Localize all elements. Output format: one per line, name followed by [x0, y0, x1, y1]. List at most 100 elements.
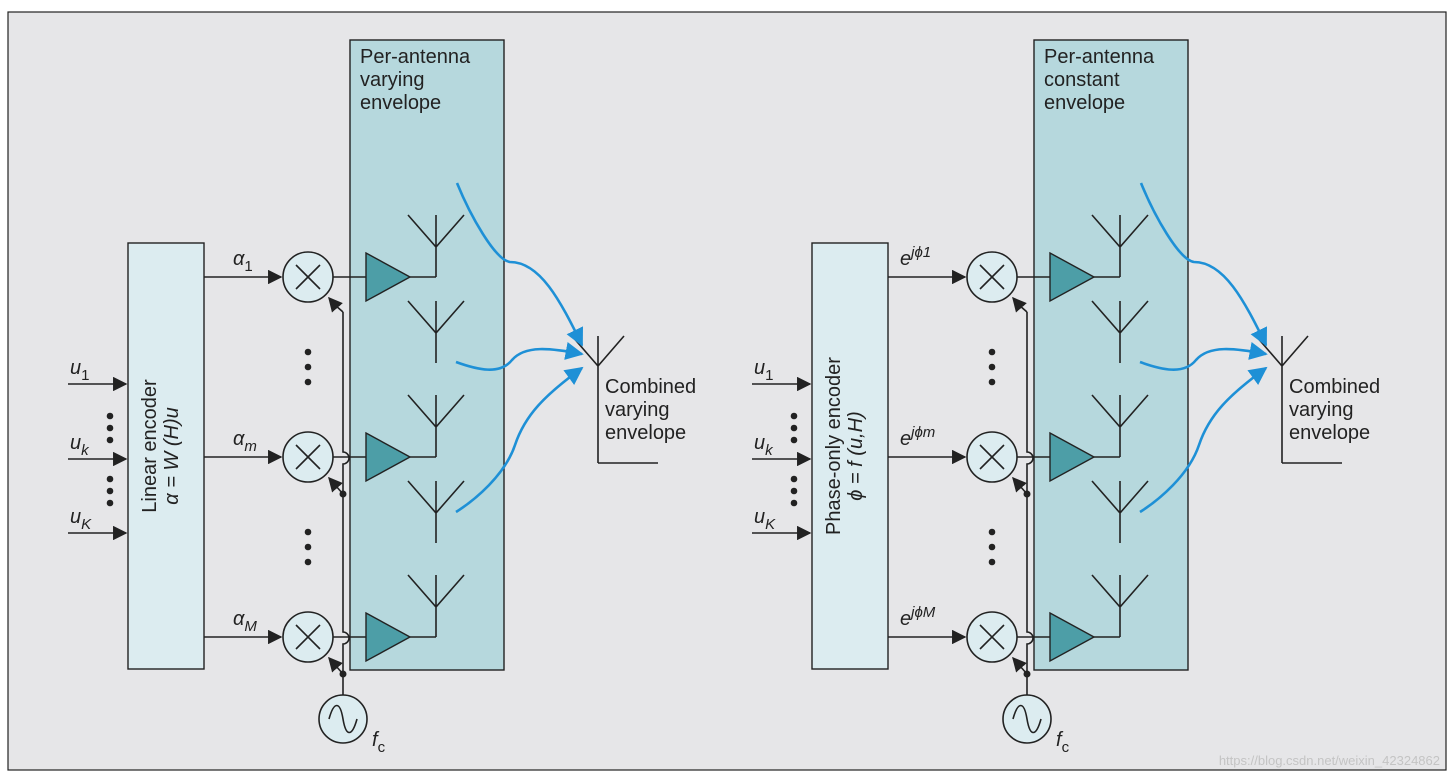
amplifier-triangle — [1049, 611, 1096, 663]
lo-branch — [1012, 296, 1028, 313]
signal-label: ejϕM — [900, 604, 936, 630]
wave-arrow — [1139, 366, 1268, 514]
signal-label-subscript: 1 — [244, 258, 252, 275]
per-antenna-panel — [1033, 39, 1189, 671]
signal-label-superscript: jϕM — [909, 604, 936, 621]
lo-branch — [1012, 476, 1028, 495]
encoder-formula: ϕ = f (u,H) — [845, 411, 867, 500]
per-antenna-panel — [349, 39, 505, 671]
input-ellipsis-dot — [790, 424, 798, 432]
input-label-symbol: u — [70, 357, 81, 379]
receive-antenna-icon — [1255, 335, 1342, 464]
wave-arrow — [1139, 182, 1268, 347]
signal-label: αm — [233, 428, 257, 455]
input-ellipsis-dot — [790, 412, 798, 420]
row-ellipsis-dot — [304, 558, 312, 566]
input-label: uk — [754, 432, 774, 459]
transmit-antenna-icon — [1091, 574, 1149, 637]
input-ellipsis-dot — [106, 436, 114, 444]
combined-label-line: Combined — [605, 376, 696, 398]
input-label: u1 — [754, 357, 773, 384]
input-label-symbol: u — [70, 506, 81, 528]
wave-arrow — [455, 366, 584, 514]
oscillator-label: fc — [372, 729, 386, 756]
combined-label-line: envelope — [1289, 422, 1370, 444]
wave-arrow — [455, 342, 584, 371]
transmit-antenna-icon — [407, 214, 465, 277]
signal-label-symbol: e — [900, 248, 911, 270]
oscillator-label: fc — [1056, 729, 1070, 756]
mixer-cross-icon — [979, 624, 1005, 650]
transmit-antenna-icon — [1091, 480, 1149, 543]
signal-label-subscript: M — [244, 618, 257, 635]
input-label-subscript: 1 — [765, 367, 773, 384]
signal-label-subscript: m — [244, 438, 257, 455]
row-ellipsis-dot — [988, 528, 996, 536]
amplifier-triangle — [365, 431, 412, 483]
lo-branch — [1012, 656, 1028, 675]
row-ellipsis-dot — [304, 528, 312, 536]
input-ellipsis-dot — [106, 499, 114, 507]
amplifier-triangle — [1049, 431, 1096, 483]
input-label-subscript: K — [765, 516, 776, 533]
signal-label: ejϕ1 — [900, 244, 931, 270]
lo-branch — [328, 476, 344, 495]
input-ellipsis-dot — [790, 475, 798, 483]
input-ellipsis-dot — [106, 424, 114, 432]
input-ellipsis-dot — [106, 412, 114, 420]
encoder-box — [127, 242, 205, 670]
panel-title-line: envelope — [1044, 92, 1125, 114]
oscillator-label-symbol: f — [1056, 729, 1064, 751]
input-label-symbol: u — [754, 357, 765, 379]
lo-trunk — [342, 312, 350, 695]
signal-label-symbol: e — [900, 428, 911, 450]
amplifier-triangle — [365, 611, 412, 663]
input-label: u1 — [70, 357, 89, 384]
receive-antenna-icon — [571, 335, 658, 464]
oscillator-wave-icon — [328, 704, 358, 734]
lo-trunk — [1026, 312, 1034, 695]
mixer-cross-icon — [295, 444, 321, 470]
combined-label-line: varying — [1289, 399, 1353, 421]
transmit-antenna-icon — [1091, 394, 1149, 457]
row-ellipsis-dot — [304, 363, 312, 371]
signal-label: ejϕm — [900, 424, 935, 450]
panel-title-line: Per-antenna — [1044, 46, 1155, 68]
row-ellipsis-dot — [988, 558, 996, 566]
signal-label-symbol: α — [233, 428, 245, 450]
combined-label-line: Combined — [1289, 376, 1380, 398]
input-label: uK — [754, 506, 776, 533]
row-ellipsis-dot — [304, 378, 312, 386]
input-label: uk — [70, 432, 90, 459]
input-ellipsis-dot — [106, 487, 114, 495]
row-ellipsis-dot — [988, 363, 996, 371]
watermark: https://blog.csdn.net/weixin_42324862 — [1219, 753, 1440, 768]
signal-label-superscript: jϕm — [909, 424, 935, 441]
input-ellipsis-dot — [790, 487, 798, 495]
input-label-subscript: 1 — [81, 367, 89, 384]
panel-title-line: Per-antenna — [360, 46, 471, 68]
diagram-background — [7, 11, 1447, 771]
row-ellipsis-dot — [988, 543, 996, 551]
signal-label: α1 — [233, 248, 253, 275]
transmit-antenna-icon — [1091, 300, 1149, 363]
oscillator-label-subscript: c — [378, 739, 386, 756]
transmit-antenna-icon — [407, 480, 465, 543]
combined-label-line: envelope — [605, 422, 686, 444]
signal-label-symbol: α — [233, 608, 245, 630]
encoder-title: Phase-only encoder — [823, 357, 845, 535]
encoder-formula: α = W (H)u — [161, 407, 183, 505]
input-label-subscript: K — [81, 516, 92, 533]
mixer-cross-icon — [979, 264, 1005, 290]
mixer-cross-icon — [295, 624, 321, 650]
row-ellipsis-dot — [988, 378, 996, 386]
input-ellipsis-dot — [790, 499, 798, 507]
lo-branch — [328, 296, 344, 313]
row-ellipsis-dot — [304, 543, 312, 551]
combined-label-line: varying — [605, 399, 669, 421]
amplifier-triangle — [365, 251, 412, 303]
